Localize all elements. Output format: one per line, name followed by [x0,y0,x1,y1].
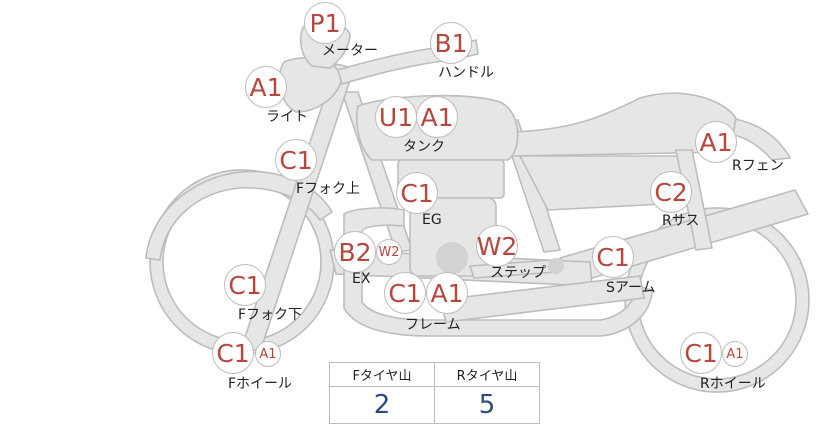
exhaust-grade-b2: B2 [334,231,376,273]
rwheel-grade-a1: A1 [722,341,748,367]
light-label: ライト [266,109,308,125]
tire-table-header-row: Fタイヤ山 Rタイヤ山 [329,362,540,387]
fwheel-grade-c1: C1 [212,332,254,374]
step-grade-w2: W2 [476,225,518,267]
rear-tire-value: 5 [434,386,540,424]
light-grade-a1: A1 [245,66,287,108]
front-fender-shape [145,170,333,261]
step-knob-shape [548,258,564,274]
rsus-label: Rサス [662,213,700,229]
swingarm-grade-c1: C1 [592,236,634,278]
tire-table-value-row: 2 5 [329,386,540,424]
rear-tire-header: Rタイヤ山 [434,362,540,387]
frame-grade-a1: A1 [426,272,468,314]
tire-tread-table: Fタイヤ山 Rタイヤ山 2 5 [329,362,540,424]
engine-label: EG [422,212,442,228]
ffork-lower-grade-c1: C1 [224,264,266,306]
frame-grade-c1: C1 [384,272,426,314]
rfender-grade-a1: A1 [695,121,737,163]
front-tire-header: Fタイヤ山 [329,362,435,387]
ffork-upper-grade-c1: C1 [275,139,317,181]
rwheel-label: Rホイール [700,376,766,392]
ffork-lower-label: Fフォク下 [238,307,303,323]
ffork-upper-label: Fフォク上 [296,181,361,197]
step-label: ステップ [490,265,546,281]
exhaust-pipe-shape [343,207,653,337]
rear-shock-shape [675,149,713,251]
exhaust-label: EX [352,271,371,287]
rsus-grade-c2: C2 [650,171,692,213]
handle-grade-b1: B1 [430,22,472,64]
rwheel-grade-c1: C1 [680,332,722,374]
fwheel-label: Fホイール [228,376,293,392]
rfender-label: Rフェン [732,158,784,174]
exhaust-grade-w2: W2 [376,239,402,265]
handle-label: ハンドル [438,65,494,81]
seat-shape [511,92,737,157]
muffler-shape [439,275,645,323]
swingarm-label: Sアーム [606,280,656,296]
tank-grade-a1: A1 [416,96,458,138]
meter-grade-p1: P1 [304,2,346,44]
engine-cover-shape [436,242,468,274]
front-tire-value: 2 [329,386,435,424]
meter-label: メーター [322,43,378,59]
fwheel-grade-a1: A1 [255,341,281,367]
engine-grade-c1: C1 [396,172,438,214]
frame-label: フレーム [405,317,461,333]
tank-label: タンク [403,139,445,155]
tank-grade-u1: U1 [375,96,417,138]
